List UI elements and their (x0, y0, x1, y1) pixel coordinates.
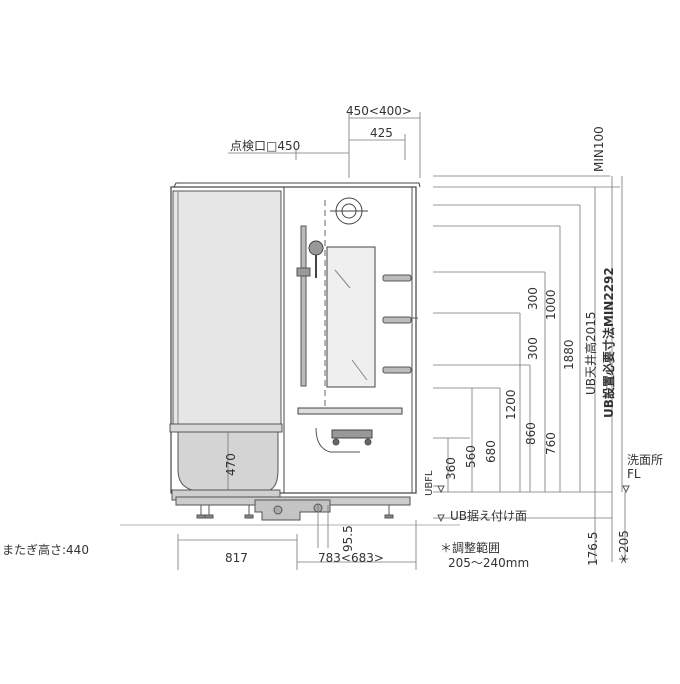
level-markers (437, 485, 630, 523)
label-470: 470 (224, 453, 238, 476)
label-560: 560 (464, 445, 478, 468)
ceiling-cap (173, 182, 421, 188)
unit-bath-body (170, 182, 421, 494)
label-860: 860 (524, 422, 538, 445)
label-step-height: またぎ高さ:440 (2, 543, 89, 557)
drain-fitting-1 (273, 505, 283, 515)
label-680: 680 (484, 440, 498, 463)
label-min100: MIN100 (592, 126, 606, 172)
fixtures (296, 197, 418, 453)
drain-trap (254, 499, 331, 521)
counter (297, 407, 403, 415)
label-760: 760 (544, 432, 558, 455)
label-fl: FL (627, 467, 641, 481)
label-176-5: 176.5 (586, 531, 600, 566)
mirror (326, 246, 376, 388)
bathtub (169, 423, 283, 501)
label-adjust-range: ＊調整範囲 (440, 541, 501, 555)
bathtub-rim (169, 423, 283, 433)
label-300-upper: 300 (526, 287, 540, 310)
shelf-2 (382, 316, 412, 324)
label-adjust-values: 205～240mm (448, 556, 530, 570)
label-783-683: 783<683> (318, 551, 384, 565)
label-ub-base: UB据え付け面 (450, 509, 528, 523)
label-205: ＊205 (617, 530, 631, 565)
fl-marker (622, 485, 630, 494)
dimension-lines (120, 112, 626, 570)
shower-slide-bar (300, 225, 307, 387)
faucet (331, 429, 373, 439)
ub-base-marker (437, 514, 445, 523)
support-feet (196, 505, 394, 519)
label-360: 360 (444, 457, 458, 480)
ubfl-marker (437, 485, 445, 494)
faucet-hose (315, 427, 360, 453)
label-ubfl: UBFL (424, 470, 435, 496)
label-top-450-400: 450<400> (346, 104, 412, 118)
label-ub-ceiling-height: UB天井高2015 (584, 311, 598, 395)
label-817: 817 (225, 551, 248, 565)
shower-holder (296, 267, 311, 277)
label-1000: 1000 (544, 289, 558, 320)
label-1880: 1880 (562, 339, 576, 370)
left-wall-panel (172, 190, 282, 425)
shower-head (308, 240, 324, 256)
floor-section (175, 496, 411, 521)
label-washroom: 洗面所 (627, 453, 664, 467)
label-inspection-port: 点検口□450 (230, 139, 301, 153)
label-ub-install-min: UB設置必要寸法MIN2292 (602, 267, 616, 418)
label-300-lower: 300 (526, 337, 540, 360)
body-outline (170, 186, 417, 494)
label-top-425: 425 (370, 126, 393, 140)
label-1200: 1200 (504, 389, 518, 420)
shelf-3 (382, 366, 412, 374)
shelf-1 (382, 274, 412, 282)
label-95-5: 95.5 (341, 525, 355, 552)
